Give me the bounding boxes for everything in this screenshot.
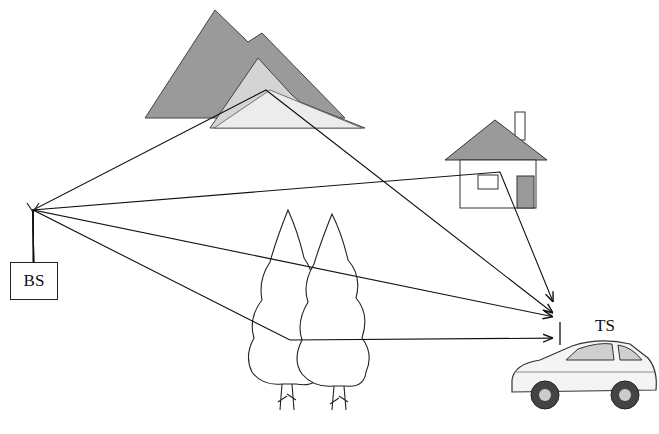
signal-path	[33, 210, 553, 317]
car-trim	[514, 372, 654, 373]
car-hub	[539, 389, 551, 401]
terminal-station-label: TS	[553, 302, 628, 347]
house-roof	[445, 120, 547, 160]
house-door	[517, 176, 534, 208]
base-station-box: BS	[10, 262, 58, 300]
antenna-symbol	[27, 203, 39, 212]
tree-trunk	[330, 386, 348, 410]
car-wheel	[531, 381, 559, 409]
signal-path	[33, 210, 553, 340]
car-wheel	[611, 381, 639, 409]
antenna-mast	[32, 212, 33, 262]
chimney	[515, 112, 525, 140]
house-window	[478, 175, 498, 189]
station-label: TS	[595, 316, 615, 336]
tree-outline	[297, 214, 369, 386]
car-window	[566, 344, 614, 360]
signal-path	[33, 90, 553, 313]
station-label: BS	[24, 271, 45, 291]
car-antenna	[559, 322, 560, 345]
car-window	[618, 345, 642, 360]
car-hub	[619, 389, 631, 401]
mountain-front	[210, 58, 365, 128]
tree-trunk	[278, 384, 296, 410]
signal-path	[33, 172, 553, 302]
mountain-front-face	[214, 90, 362, 128]
house-wall	[460, 160, 536, 208]
